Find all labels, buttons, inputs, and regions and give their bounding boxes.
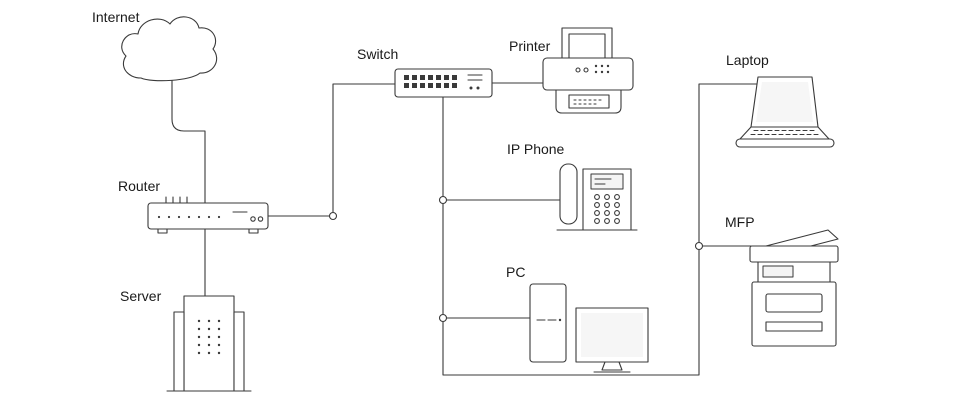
junction-node	[328, 211, 338, 221]
connection-switch-junction	[332, 83, 396, 213]
switch-label: Switch	[357, 46, 398, 62]
pc-label: PC	[506, 264, 525, 280]
server-label: Server	[120, 288, 162, 304]
printer-icon	[542, 27, 634, 114]
desktop-computer-icon	[529, 283, 649, 373]
junction-node	[438, 313, 448, 323]
internet-label: Internet	[92, 9, 140, 25]
cloud-icon	[121, 16, 218, 82]
laptop-icon	[735, 76, 835, 148]
server-tower-icon	[166, 295, 252, 392]
printer-label: Printer	[509, 38, 551, 54]
multifunction-printer-icon	[749, 229, 839, 347]
mfp-label: MFP	[725, 214, 755, 230]
connection-internet-router	[171, 77, 206, 204]
router-icon	[147, 196, 269, 234]
network-switch-icon	[394, 68, 493, 98]
desk-phone-icon	[556, 163, 638, 231]
junction-node	[438, 195, 448, 205]
ip-phone-label: IP Phone	[507, 141, 565, 157]
laptop-label: Laptop	[726, 52, 769, 68]
junction-node	[694, 241, 704, 251]
connection-switch-trunk	[442, 83, 759, 376]
connection-lines	[171, 77, 759, 376]
router-label: Router	[118, 178, 160, 194]
